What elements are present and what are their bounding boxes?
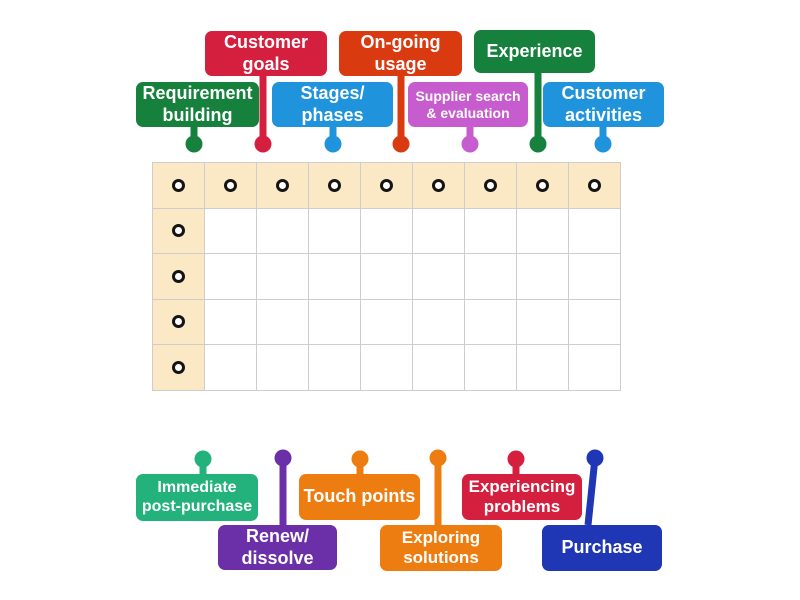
label-text-line: Exploring <box>401 527 481 547</box>
grid-cell <box>568 162 621 209</box>
grid-cell <box>308 207 361 254</box>
label-text-line: post-purchase <box>141 497 253 515</box>
grid-cell <box>152 344 205 391</box>
pin-dot <box>429 449 447 467</box>
answer-slot[interactable] <box>536 178 549 192</box>
pin-stem <box>584 457 599 526</box>
label-text-line: Renew/ <box>245 526 310 547</box>
label-purchase[interactable]: Purchase <box>542 525 662 571</box>
label-text-line: Experience <box>486 40 583 61</box>
label-text-line: On-going <box>360 32 441 53</box>
grid-cell <box>256 344 309 391</box>
answer-slot[interactable] <box>432 178 445 192</box>
pin-dot <box>254 135 272 153</box>
pin-dot <box>392 135 410 153</box>
answer-slot[interactable] <box>224 178 237 192</box>
answer-slot[interactable] <box>276 178 289 192</box>
label-text-line: Supplier search <box>415 87 521 104</box>
pin-dot <box>351 450 369 468</box>
label-experience[interactable]: Experience <box>474 30 595 73</box>
grid-cell <box>256 162 309 209</box>
pin-dot <box>461 135 479 153</box>
label-text-line: Stages/ <box>300 83 365 104</box>
label-text-line: solutions <box>403 548 479 567</box>
grid-cell <box>152 298 205 345</box>
grid-cell <box>516 253 569 300</box>
label-text-line: activities <box>564 104 643 125</box>
answer-slot[interactable] <box>172 269 185 283</box>
grid-cell <box>152 253 205 300</box>
pin-dot <box>586 449 604 467</box>
answer-slot[interactable] <box>328 178 341 192</box>
grid-cell <box>464 298 517 345</box>
grid-cell <box>464 162 517 209</box>
grid-cell <box>412 162 465 209</box>
grid-cell <box>464 207 517 254</box>
label-text-line: & evaluation <box>426 104 510 121</box>
grid-cell <box>568 344 621 391</box>
pin-dot <box>274 449 292 467</box>
label-supplier-search-evaluation[interactable]: Supplier search& evaluation <box>408 82 528 127</box>
pin-dot <box>194 450 212 468</box>
label-text-line: Immediate <box>157 478 237 496</box>
pin-dot <box>594 135 612 153</box>
label-text-line: Requirement <box>142 83 253 104</box>
grid-cell <box>412 344 465 391</box>
label-text-line: usage <box>374 53 427 74</box>
label-touch-points[interactable]: Touch points <box>299 474 420 520</box>
grid-cell <box>360 253 413 300</box>
label-text-line: Customer <box>561 83 646 104</box>
answer-slot[interactable] <box>172 178 185 192</box>
grid-cell <box>360 207 413 254</box>
label-text-line: Customer <box>223 32 308 53</box>
grid-cell <box>204 344 257 391</box>
label-text-line: Touch points <box>303 486 416 507</box>
answer-slot[interactable] <box>172 224 185 238</box>
label-stages-phases[interactable]: Stages/phases <box>272 82 393 127</box>
pin-dot <box>185 135 203 153</box>
pin-dot <box>529 135 547 153</box>
label-text-line: goals <box>242 53 290 74</box>
grid-cell <box>152 162 205 209</box>
answer-slot[interactable] <box>172 360 185 374</box>
answer-grid <box>152 162 621 391</box>
label-renew-dissolve[interactable]: Renew/dissolve <box>218 525 337 570</box>
label-text-line: Experiencing <box>468 476 576 496</box>
label-text-line: Purchase <box>561 537 643 558</box>
grid-cell <box>568 298 621 345</box>
grid-cell <box>256 298 309 345</box>
answer-slot[interactable] <box>588 178 601 192</box>
answer-slot[interactable] <box>380 178 393 192</box>
grid-cell <box>204 253 257 300</box>
grid-cell <box>464 344 517 391</box>
pin-dot <box>324 135 342 153</box>
answer-slot[interactable] <box>172 315 185 329</box>
label-text-line: phases <box>301 104 364 125</box>
grid-cell <box>308 344 361 391</box>
answer-slot[interactable] <box>484 178 497 192</box>
label-text-line: dissolve <box>241 547 314 568</box>
label-text-line: problems <box>483 497 561 516</box>
grid-cell <box>516 298 569 345</box>
grid-cell <box>360 298 413 345</box>
pin-dot <box>507 450 525 468</box>
label-text-line: building <box>162 104 233 125</box>
grid-cell <box>360 162 413 209</box>
grid-cell <box>516 344 569 391</box>
